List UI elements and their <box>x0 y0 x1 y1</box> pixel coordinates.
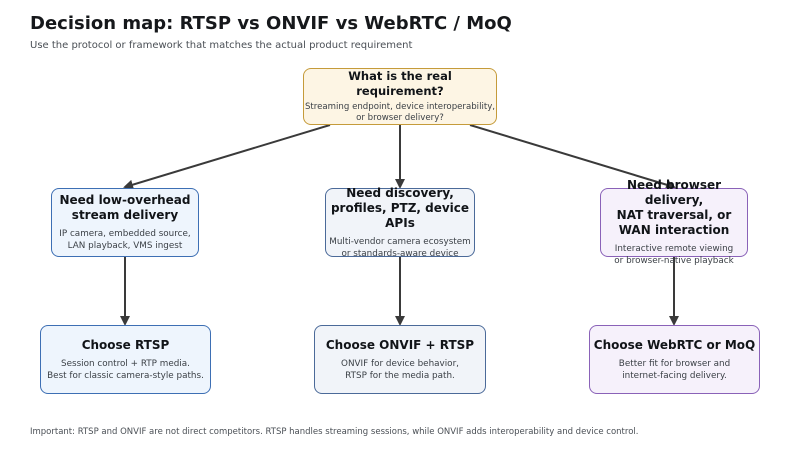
diagram-title: Decision map: RTSP vs ONVIF vs WebRTC / … <box>30 13 512 34</box>
root-question-node: What is the real requirement? Streaming … <box>303 68 497 125</box>
arrow-root-to-stream <box>123 124 331 190</box>
need-browser-delivery-title: Need browser delivery, NAT traversal, or… <box>616 178 732 237</box>
choose-rtsp-node: Choose RTSP Session control + RTP media.… <box>40 325 211 394</box>
choose-rtsp-title: Choose RTSP <box>81 337 170 352</box>
root-question-title: What is the real requirement? <box>348 69 452 98</box>
need-stream-delivery-description: IP camera, embedded source, LAN playback… <box>59 229 191 251</box>
need-browser-delivery-node: Need browser delivery, NAT traversal, or… <box>600 178 748 266</box>
choose-webrtc-moq-title: Choose WebRTC or MoQ <box>593 337 756 352</box>
need-discovery-title: Need discovery, profiles, PTZ, device AP… <box>330 185 470 230</box>
choose-rtsp-description: Session control + RTP media. Best for cl… <box>47 358 204 381</box>
choose-webrtc-moq-node: Choose WebRTC or MoQ Better fit for brow… <box>589 325 760 394</box>
need-discovery-node: Need discovery, profiles, PTZ, device AP… <box>325 185 475 259</box>
need-browser-delivery-description: Interactive remote viewing or browser-na… <box>614 244 734 266</box>
choose-onvif-rtsp-node: Choose ONVIF + RTSP ONVIF for device beh… <box>314 325 486 394</box>
choose-onvif-rtsp-title: Choose ONVIF + RTSP <box>325 337 475 352</box>
need-stream-delivery-node: Need low-overhead stream delivery IP cam… <box>51 188 199 257</box>
need-stream-delivery-title: Need low-overhead stream delivery <box>59 193 191 222</box>
footnote: Important: RTSP and ONVIF are not direct… <box>30 427 639 437</box>
arrow-root-to-browser <box>469 124 676 190</box>
choose-onvif-rtsp-description: ONVIF for device behavior, RTSP for the … <box>341 358 459 381</box>
diagram-subtitle: Use the protocol or framework that match… <box>30 40 413 51</box>
need-discovery-description: Multi-vendor camera ecosystem or standar… <box>329 236 471 259</box>
root-question-description: Streaming endpoint, device interoperabil… <box>304 102 496 123</box>
choose-webrtc-moq-description: Better fit for browser and internet-faci… <box>618 358 731 381</box>
